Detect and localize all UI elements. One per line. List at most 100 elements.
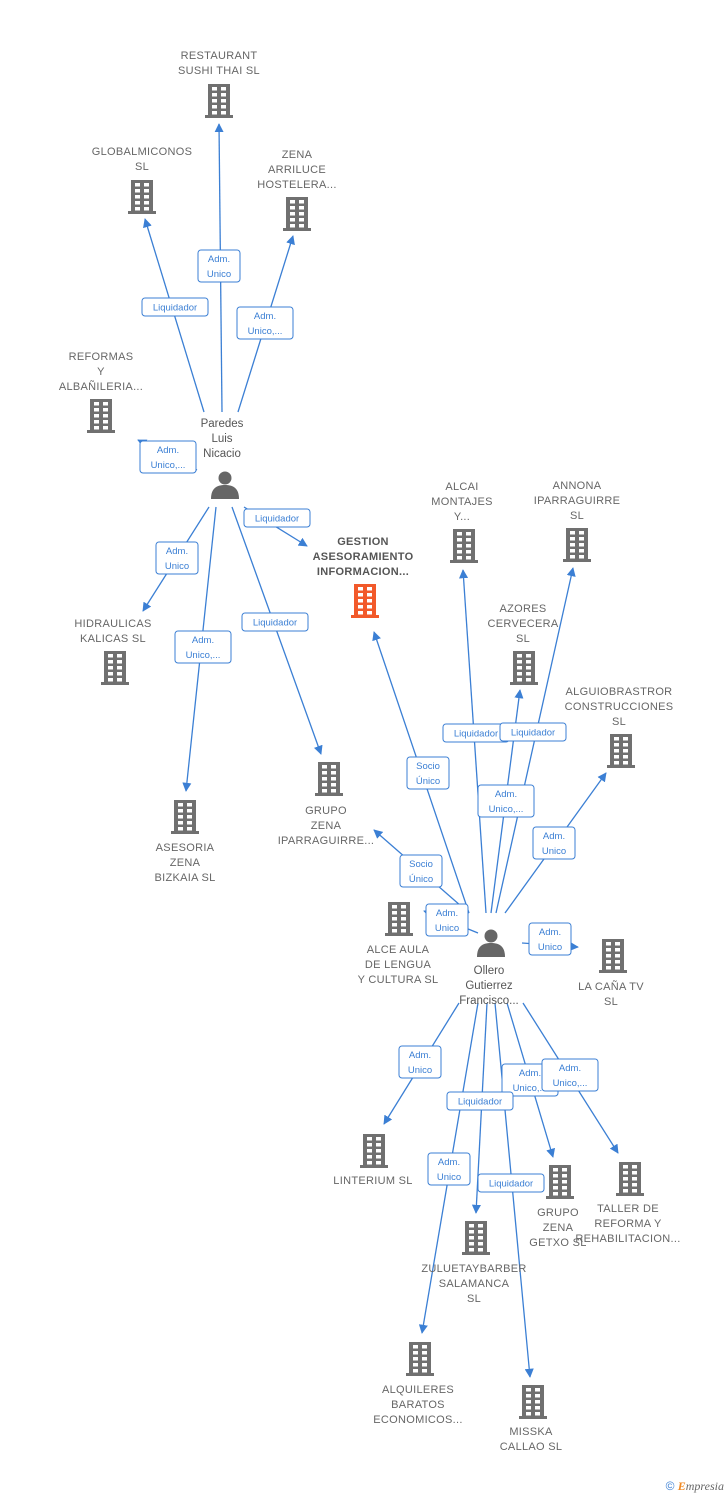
edge-label-box — [477, 784, 535, 818]
node-alcai[interactable]: ALCAIMONTAJESY... — [431, 481, 492, 563]
edge-label-ollero-to-lacana[interactable]: Adm.Unico — [528, 922, 572, 956]
edge-label-paredes-to-globalmiconos[interactable]: Liquidador — [141, 297, 209, 317]
node-label-line: INFORMACION... — [317, 566, 409, 578]
node-label-line: BARATOS — [391, 1399, 445, 1411]
edge-label-box — [499, 722, 567, 742]
node-label-line: ANNONA — [553, 480, 602, 492]
edge-label-ollero-to-azores[interactable]: Adm.Unico,... — [477, 784, 535, 818]
node-label-line: Ollero — [474, 965, 505, 977]
node-label-line: CERVECERA — [488, 618, 559, 630]
edge-label-box — [197, 249, 241, 283]
edge-label-box — [446, 1091, 514, 1111]
node-label-line: ALGUIOBRASTROR — [566, 686, 673, 698]
building-icon — [101, 651, 129, 685]
node-label-line: Paredes — [201, 418, 244, 430]
node-label-line: ZENA — [282, 149, 313, 161]
edge-label-ollero-to-zulueta[interactable]: Liquidador — [446, 1091, 514, 1111]
building-icon — [351, 584, 379, 618]
node-label-line: Y... — [454, 511, 470, 523]
edge-label-paredes-to-restaurant[interactable]: Adm.Unico — [197, 249, 241, 283]
node-label-line: IPARRAGUIRRE — [534, 495, 621, 507]
edge-label-text: Liquidador — [153, 303, 197, 314]
node-label-line: HIDRAULICAS — [74, 618, 151, 630]
node-label-line: SUSHI THAI SL — [178, 65, 260, 77]
edge-label-paredes-to-asesoria[interactable]: Adm.Unico,... — [174, 630, 232, 664]
edge-label-box — [398, 1045, 442, 1079]
edge-label-text: Adm. — [409, 1050, 431, 1061]
node-label-line: AZORES — [499, 603, 546, 615]
edge-label-box — [532, 826, 576, 860]
edge-label-text: Adm. — [166, 546, 188, 557]
node-linterium[interactable]: LINTERIUM SL — [333, 1134, 412, 1187]
node-label-line: GLOBALMICONOS — [92, 146, 192, 158]
node-misska[interactable]: MISSKA CALLAO SL — [500, 1385, 563, 1453]
node-label-line: SL — [604, 996, 618, 1008]
edge-label-ollero-to-alguiobrastror[interactable]: Adm.Unico — [532, 826, 576, 860]
node-label-line: ASESORIA — [156, 842, 215, 854]
edge-label-ollero-to-alce[interactable]: Adm.Unico — [425, 903, 469, 937]
node-label-line: IPARRAGUIRRE... — [278, 835, 375, 847]
edge-label-paredes-to-grupo_ipar[interactable]: Liquidador — [241, 612, 309, 632]
node-alquileres[interactable]: ALQUILERESBARATOSECONOMICOS... — [373, 1342, 462, 1426]
node-gestion[interactable]: GESTIONASESORAMIENTOINFORMACION... — [313, 536, 414, 618]
building-icon — [128, 180, 156, 214]
building-icon — [607, 734, 635, 768]
edge-label-ollero-to-annona[interactable]: Liquidador — [499, 722, 567, 742]
building-icon — [510, 651, 538, 685]
edge-label-box — [406, 756, 450, 790]
edge-label-paredes-to-hidraulicas[interactable]: Adm.Unico — [155, 541, 199, 575]
building-icon — [616, 1162, 644, 1196]
building-icon — [519, 1385, 547, 1419]
node-label-line: GETXO SL — [529, 1237, 586, 1249]
edge-label-ollero-to-alcai[interactable]: Liquidador — [442, 723, 510, 743]
node-label-line: Gutierrez — [465, 980, 513, 992]
edge-label-ollero-to-linterium[interactable]: Adm.Unico — [398, 1045, 442, 1079]
edge-label-paredes-to-zena_arriluce[interactable]: Adm.Unico,... — [236, 306, 294, 340]
node-label-line: MISSKA — [509, 1426, 553, 1438]
node-label-line: ALBAÑILERIA... — [59, 380, 143, 393]
node-label-line: Luis — [211, 433, 232, 445]
edge-label-paredes-to-gestion[interactable]: Liquidador — [243, 508, 311, 528]
edge-label-paredes-to-reformas[interactable]: Adm.Unico,... — [139, 440, 197, 474]
node-ollero[interactable]: OlleroGutierrezFrancisco... — [459, 929, 519, 1008]
edge-label-text: Adm. — [559, 1063, 581, 1074]
node-label-line: CALLAO SL — [500, 1441, 563, 1453]
node-grupo-ipar[interactable]: GRUPOZENAIPARRAGUIRRE... — [278, 762, 375, 847]
node-label-line: ALQUILERES — [382, 1384, 454, 1396]
edge-label-text: Adm. — [436, 908, 458, 919]
edges-layer — [137, 123, 619, 1378]
edge-label-box — [399, 854, 443, 888]
node-label-line: TALLER DE — [597, 1203, 659, 1215]
node-reformas[interactable]: REFORMASYALBAÑILERIA... — [59, 351, 143, 433]
node-label-line: ALCAI — [445, 481, 478, 493]
edge-label-ollero-to-alquileres[interactable]: Adm.Unico — [427, 1152, 471, 1186]
edge-label-text: Unico — [542, 846, 566, 857]
edge-label-ollero-to-misska[interactable]: Liquidador — [477, 1173, 545, 1193]
edge-label-box — [528, 922, 572, 956]
node-zena-arriluce[interactable]: ZENAARRILUCEHOSTELERA... — [257, 149, 336, 231]
node-label-line: ASESORAMIENTO — [313, 551, 414, 563]
node-label-line: ZULUETAYBARBER — [421, 1263, 526, 1275]
building-icon — [385, 902, 413, 936]
node-label-line: BIZKAIA SL — [154, 872, 215, 884]
footer-brand[interactable]: © Empresia — [666, 1479, 724, 1494]
person-icon — [477, 929, 505, 957]
edge-label-ollero-to-taller[interactable]: Adm.Unico,... — [541, 1058, 599, 1092]
